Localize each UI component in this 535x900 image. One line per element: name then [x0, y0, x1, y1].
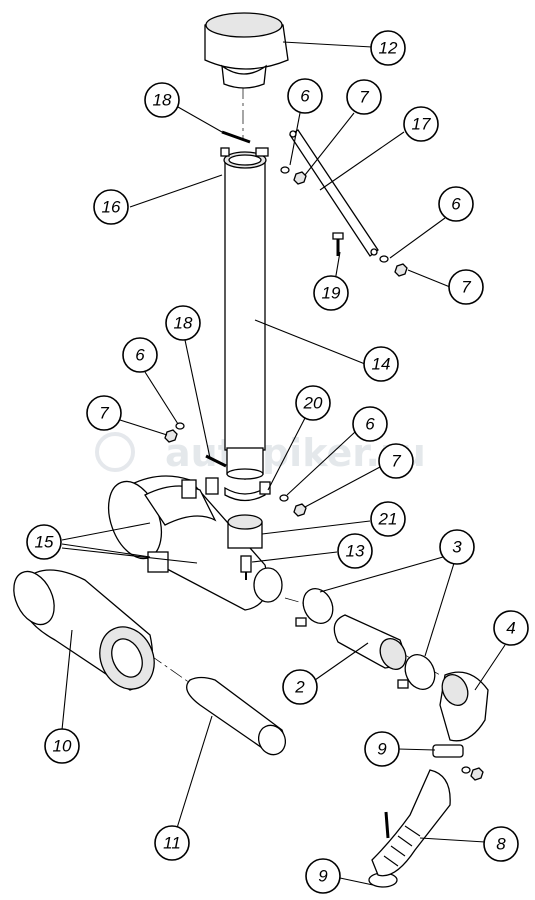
- callout-3: 3: [439, 529, 475, 565]
- callout-7-mid-label: 7: [391, 452, 401, 471]
- callout-9-upper-label: 9: [377, 740, 387, 759]
- callout-4: 4: [493, 610, 529, 646]
- callout-9-lower: 9: [305, 858, 341, 894]
- mid-fasteners: [164, 422, 307, 517]
- callout-6-left-label: 6: [135, 346, 145, 365]
- hose-clamp-upper: [295, 587, 334, 627]
- callout-4-label: 4: [506, 619, 515, 638]
- callout-13-label: 13: [346, 542, 365, 561]
- callout-19-label: 19: [322, 284, 341, 303]
- callout-6-mid-label: 6: [365, 415, 375, 434]
- lower-clamp: [224, 481, 271, 502]
- outer-filter: [13, 569, 155, 691]
- top-bolt: [221, 130, 251, 144]
- upper-fasteners: [280, 166, 408, 277]
- hose-clamp-lower: [397, 653, 436, 691]
- callout-21: 21: [370, 501, 406, 537]
- callout-7-top-label: 7: [359, 88, 369, 107]
- callout-8-label: 8: [496, 835, 506, 854]
- callout-7-left-label: 7: [99, 404, 109, 423]
- callout-16: 16: [93, 189, 129, 225]
- inner-filter: [186, 676, 287, 756]
- callout-19: 19: [313, 275, 349, 311]
- callout-10: 10: [44, 728, 80, 764]
- restriction-indicator: [240, 555, 252, 580]
- callout-20: 20: [295, 385, 331, 421]
- callout-21-label: 21: [378, 510, 398, 529]
- outlet-duct: [227, 514, 283, 603]
- callout-6-mid: 6: [352, 406, 388, 442]
- callout-3-label: 3: [452, 538, 462, 557]
- support-bracket: [289, 129, 379, 257]
- callout-6-left: 6: [122, 337, 158, 373]
- callout-18-mid-label: 18: [174, 314, 193, 333]
- callout-9-lower-label: 9: [318, 867, 328, 886]
- top-clamp: [220, 147, 269, 157]
- precleaner-cap: [204, 12, 289, 89]
- callout-18-mid: 18: [165, 305, 201, 341]
- callout-16-label: 16: [102, 198, 121, 217]
- callout-12: 12: [370, 30, 406, 66]
- callout-20-label: 20: [303, 394, 323, 413]
- hose-clamp-9a: [432, 744, 484, 781]
- flex-hose: [371, 769, 451, 877]
- callout-6-right-label: 6: [451, 195, 461, 214]
- intake-pipe: [223, 151, 267, 480]
- connecting-hose: [333, 614, 407, 671]
- callout-9-upper: 9: [364, 731, 400, 767]
- callout-7-right: 7: [448, 269, 484, 305]
- leader-lines: [61, 41, 506, 886]
- callout-12-label: 12: [379, 39, 398, 58]
- callout-11-label: 11: [163, 834, 181, 853]
- callout-14-label: 14: [372, 355, 391, 374]
- callouts: 12 18 6 7 17 16 6 19 7 18 6 14 20 7 6 7 …: [26, 30, 529, 894]
- callout-7-top: 7: [346, 79, 382, 115]
- callout-6-right: 6: [438, 186, 474, 222]
- callout-17: 17: [403, 106, 439, 142]
- callout-7-left: 7: [86, 395, 122, 431]
- callout-8: 8: [483, 826, 519, 862]
- callout-17-label: 17: [412, 115, 431, 134]
- callout-6-top: 6: [287, 78, 323, 114]
- callout-2: 2: [282, 669, 318, 705]
- callout-2-label: 2: [294, 678, 305, 697]
- callout-6-top-label: 6: [300, 87, 310, 106]
- callout-11: 11: [154, 825, 190, 861]
- callout-18-top-label: 18: [153, 91, 172, 110]
- callout-14: 14: [363, 346, 399, 382]
- callout-10-label: 10: [53, 737, 72, 756]
- callout-13: 13: [337, 533, 373, 569]
- callout-7-mid: 7: [378, 443, 414, 479]
- callout-15-label: 15: [35, 533, 54, 552]
- callout-7-right-label: 7: [461, 278, 471, 297]
- callout-15: 15: [26, 524, 62, 560]
- callout-18-top: 18: [144, 82, 180, 118]
- air-cleaner-body: [107, 475, 269, 611]
